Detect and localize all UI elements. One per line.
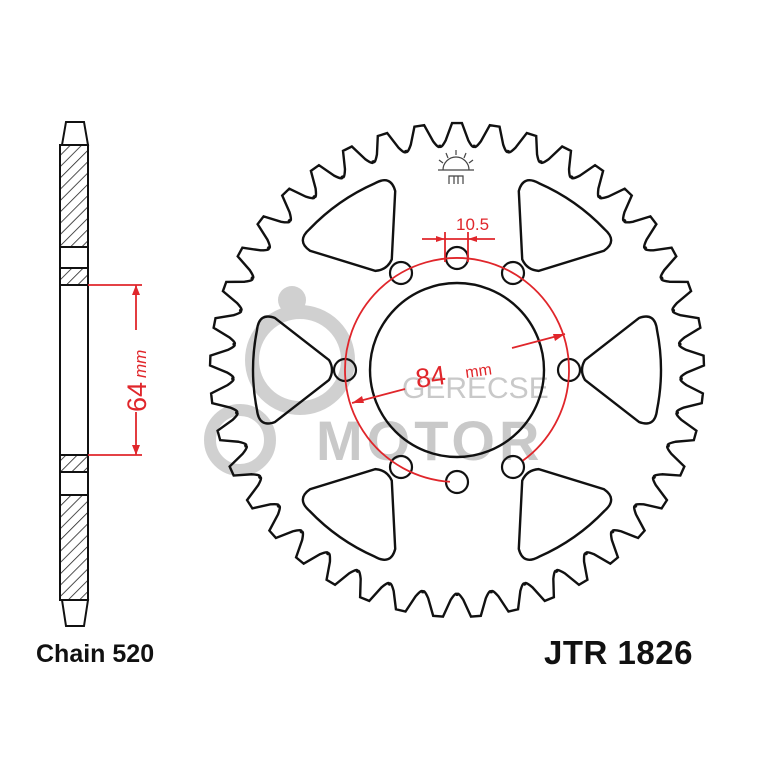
profile-hatch — [59, 494, 89, 601]
bolt-hole — [500, 454, 526, 480]
bolt-hole — [500, 260, 526, 286]
watermark-wheel-icon — [204, 404, 276, 476]
part-number-label: JTR 1826 — [544, 634, 693, 671]
sprocket — [208, 121, 706, 618]
center-hole — [368, 281, 546, 459]
bolt-hole-value: 10.5 — [456, 215, 489, 234]
profile-tooth-top — [60, 121, 90, 146]
lightening-cutout — [517, 179, 613, 273]
sprocket-teeth-outline — [208, 121, 706, 618]
bolt-circle-unit: mm — [464, 361, 493, 382]
profile-gap — [59, 471, 89, 496]
lightening-cutout — [301, 179, 397, 273]
lightening-cutout — [580, 315, 663, 425]
profile-hatch — [59, 454, 89, 473]
lightening-cutout — [517, 467, 613, 561]
profile-gap — [59, 246, 89, 269]
hub-width-unit: mm — [131, 350, 150, 378]
watermark-line2: MOTOR — [316, 409, 543, 472]
hub-width-dimension: 64 mm — [88, 284, 152, 456]
chain-size-label: Chain 520 — [36, 640, 155, 668]
bolt-hole-dimension: 10.5 — [422, 215, 495, 262]
watermark-wheel-icon — [245, 305, 355, 415]
side-profile — [59, 121, 90, 627]
profile-tooth-bottom — [60, 599, 90, 627]
jt-logo-icon — [438, 150, 474, 184]
bolt-circle-value: 84 — [414, 360, 448, 394]
watermark-line1: GERECSE — [402, 372, 549, 405]
profile-hatch — [59, 144, 89, 248]
lightening-cutout — [251, 315, 334, 425]
bolt-hole — [388, 454, 414, 480]
hub-width-value: 64 — [122, 382, 152, 412]
bolt-circle-arc — [344, 257, 570, 483]
lightening-cutout — [301, 467, 397, 561]
bolt-hole — [388, 260, 414, 286]
bolt-circle-dimension: 84 mm — [344, 257, 570, 483]
watermark-rider-icon — [278, 286, 306, 314]
profile-hatch — [59, 267, 89, 286]
profile-hub — [59, 284, 89, 456]
watermark: GERECSE MOTOR — [204, 286, 549, 476]
